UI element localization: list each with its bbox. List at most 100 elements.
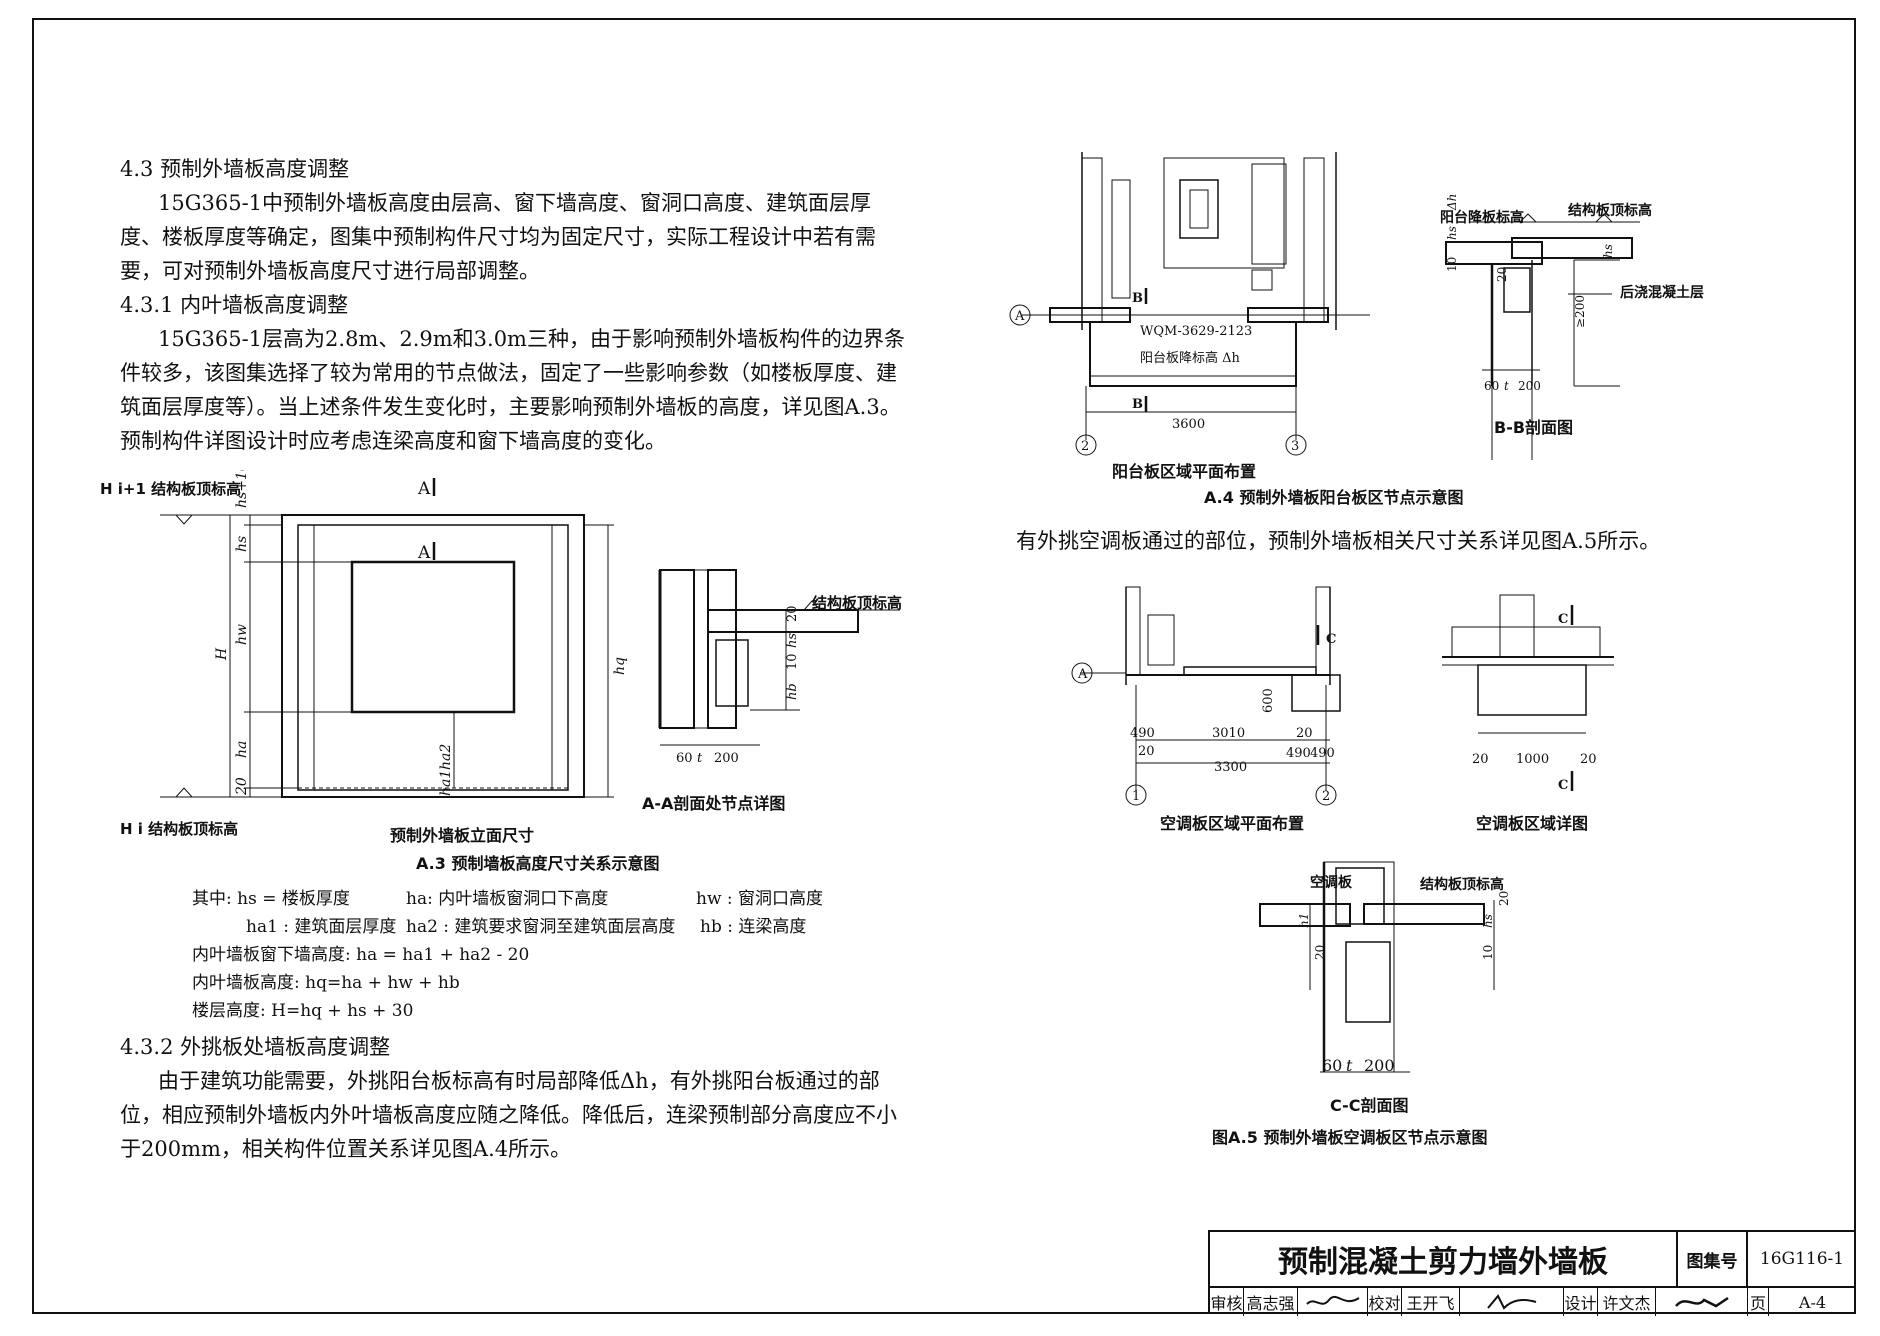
detail-dim-200: 200: [714, 751, 739, 766]
dim-ha: ha: [234, 741, 250, 758]
a5-section-c-top: C: [1558, 612, 1568, 627]
page-label: 页: [1749, 1294, 1766, 1313]
a5-dim-600: 600: [1261, 688, 1276, 713]
figure-a3-caption: A.3 预制墙板高度尺寸关系示意图: [416, 854, 660, 873]
plan-axis-3: 3: [1291, 439, 1299, 454]
plan-axis-2: 2: [1081, 439, 1089, 454]
cc-label-ac: 空调板: [1310, 875, 1352, 891]
legend-hb: hb : 连梁高度: [700, 917, 807, 937]
reviewer-signature: [1298, 1288, 1368, 1316]
cc-caption: C-C剖面图: [1330, 1096, 1409, 1115]
window-opening: [350, 560, 516, 714]
dim-20: 20: [234, 777, 250, 796]
bb-dim-60: 60: [1484, 379, 1499, 393]
atlas-label: 图集号: [1678, 1232, 1748, 1288]
cc-dim-60: 60: [1322, 1056, 1343, 1075]
plan-section-b-bottom: B: [1132, 397, 1143, 412]
figure-a4-caption: A.4 预制外墙板阳台板区节点示意图: [1204, 488, 1464, 507]
a5-dim-490: 490: [1130, 726, 1155, 741]
cc-dim-hs: hs: [1481, 914, 1495, 928]
checker-name: 王开飞: [1402, 1288, 1460, 1316]
bb-label-cast: 后浇混凝土层: [1620, 285, 1704, 301]
atlas-number: 16G116-1: [1748, 1232, 1856, 1288]
legend-ha: ha: 内叶墙板窗洞口下高度: [406, 889, 609, 909]
detail-dim-t: t: [697, 751, 703, 766]
bb-dim-10: 10: [1445, 257, 1459, 272]
drawing-frame: [32, 18, 1856, 1314]
a5-axis-2: 2: [1322, 789, 1330, 804]
bb-dim-ge200: ≥200: [1573, 295, 1587, 328]
a5-detail-dim-20a: 20: [1472, 752, 1489, 767]
legend-inner-height: 内叶墙板高度: hq=ha + hw + hb: [192, 973, 460, 993]
elevation-caption: 预制外墙板立面尺寸: [390, 826, 535, 845]
dim-hs10: hs+10: [234, 470, 250, 508]
ac-detail-caption: 空调板区域详图: [1476, 814, 1589, 833]
bb-dim-hs: hs: [1445, 226, 1459, 240]
a5-detail-dim-1000: 1000: [1516, 752, 1549, 767]
dim-ha1: ha1: [438, 770, 454, 796]
plan-label-lower: 阳台板降标高 Δh: [1140, 350, 1241, 366]
bb-label-balcony: 阳台降板标高: [1440, 210, 1524, 226]
cc-dim-t: t: [1346, 1056, 1353, 1075]
plan-axis-a: A: [1014, 309, 1025, 324]
a5-dim-20a: 20: [1138, 744, 1155, 759]
level-bottom-label: H i 结构板顶标高: [120, 820, 239, 838]
figure-c-section: h1 hs 20 10 20: [1259, 861, 1511, 1073]
legend-ha2: ha2 : 建筑要求窗洞至建筑面层高度: [406, 917, 676, 937]
a5-dim-20b: 20: [1296, 726, 1313, 741]
bb-caption: B-B剖面图: [1494, 418, 1574, 437]
plan-section-b-top: B: [1132, 291, 1143, 306]
elevation-outline: [281, 514, 585, 798]
cc-label-structure: 结构板顶标高: [1420, 877, 1504, 893]
bb-dim-t: t: [1504, 379, 1509, 393]
plan-label-wqm: WQM-3629-2123: [1140, 324, 1252, 339]
level-top-label: H i+1 结构板顶标高: [100, 480, 242, 498]
a5-axis-a: A: [1077, 667, 1088, 682]
a5-axis-1: 1: [1132, 789, 1140, 804]
ac-plan-caption: 空调板区域平面布置: [1160, 814, 1305, 833]
figure-a5-plans: A 1 2 490 3010 20 20 490 490 3300 600 C …: [1071, 586, 1614, 806]
checker-signature: [1460, 1288, 1564, 1316]
detail-level-label: 结构板顶标高: [812, 594, 903, 612]
detail-dim-hs: hs: [785, 633, 800, 648]
cc-dim-20b: 20: [1313, 945, 1327, 960]
legend-hw: hw : 窗洞口高度: [696, 889, 824, 909]
heading-4-3: 4.3 预制外墙板高度调整: [120, 157, 350, 181]
a5-dim-490c: 490: [1310, 746, 1335, 761]
detail-dim-20: 20: [785, 605, 800, 622]
check-label: 校对: [1368, 1288, 1402, 1316]
title-block: 预制混凝土剪力墙外墙板 图集号 16G116-1 审核 高志强 校对 王开飞 设…: [1208, 1230, 1856, 1316]
paragraph-1: 15G365-1中预制外墙板高度由层高、窗下墙高度、窗洞口高度、建筑面层厚度、楼…: [120, 191, 876, 283]
figure-a4-drawing: B B WQM-3629-2123 阳台板降标高 Δh 3600 A 2 3 1…: [1009, 152, 1640, 460]
bb-dim-20: 20: [1495, 267, 1509, 282]
detail-aa-caption: A-A剖面处节点详图: [642, 794, 786, 813]
balcony-plan-caption: 阳台板区域平面布置: [1112, 462, 1257, 481]
dim-hq: hq: [612, 657, 628, 675]
legend-floor-height: 楼层高度: H=hq + hs + 30: [192, 1001, 414, 1021]
cc-dim-h1: h1: [1297, 913, 1311, 928]
a5-detail-dim-20b: 20: [1580, 752, 1597, 767]
cc-dim-200: 200: [1364, 1056, 1395, 1075]
designer-signature: [1656, 1288, 1748, 1316]
dim-hw: hw: [234, 624, 250, 645]
heading-4-3-2: 4.3.2 外挑板处墙板高度调整: [120, 1035, 391, 1059]
section-mark-a-mid: A: [417, 543, 431, 563]
bb-label-structure: 结构板顶标高: [1568, 203, 1652, 219]
a5-dim-490b: 490: [1286, 746, 1311, 761]
heading-4-3-1: 4.3.1 内叶墙板高度调整: [120, 293, 349, 317]
detail-dim-hb: hb: [785, 683, 800, 700]
legend-hs: 其中: hs = 楼板厚度: [192, 889, 350, 909]
paragraph-2: 15G365-1层高为2.8m、2.9m和3.0m三种，由于影响预制外墙板构件的…: [120, 327, 905, 453]
dim-H: H: [214, 647, 230, 661]
figure-a5-caption: 图A.5 预制外墙板空调板区节点示意图: [1212, 1128, 1488, 1147]
cc-dim-10: 10: [1481, 945, 1495, 960]
dim-hs: hs: [234, 536, 250, 552]
a5-section-c-plan: C: [1326, 632, 1336, 647]
designer-name: 许文杰: [1598, 1288, 1656, 1316]
figure-a3-drawing: A A H hs+10 hs hw ha 20 hq ha2 ha1 60 t …: [160, 470, 900, 798]
legend-window-wall: 内叶墙板窗下墙高度: ha = ha1 + ha2 - 20: [192, 945, 530, 965]
section-mark-a-top: A: [417, 479, 431, 499]
a5-dim-3300: 3300: [1214, 760, 1247, 775]
paragraph-3: 由于建筑功能需要，外挑阳台板标高有时局部降低Δh，有外挑阳台板通过的部位，相应预…: [120, 1069, 897, 1161]
drawing-title: 预制混凝土剪力墙外墙板: [1210, 1232, 1678, 1288]
